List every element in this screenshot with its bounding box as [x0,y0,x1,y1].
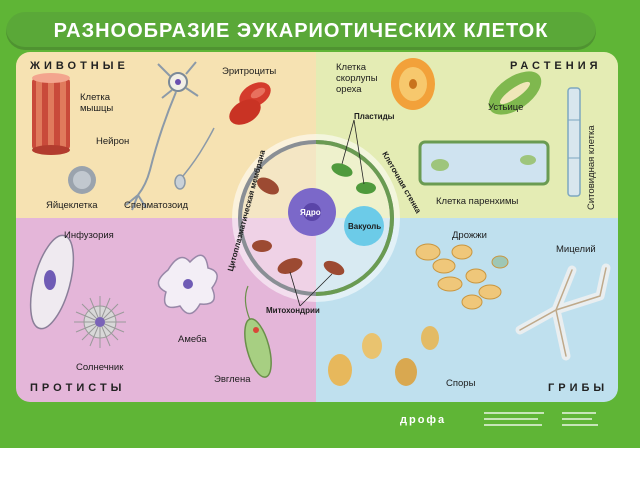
heliozoa-label: Солнечник [76,362,124,373]
imprint-line [484,412,544,414]
egg-cell-label: Яйцеклетка [46,200,98,211]
title-bar: РАЗНООБРАЗИЕ ЭУКАРИОТИЧЕСКИХ КЛЕТОК [6,12,596,50]
imprint-line [562,424,598,426]
sieve-cell-illustration [567,87,581,197]
yeast-illustration [415,243,509,310]
parenchyma-cell-label: Клетка паренхимы [436,196,519,207]
cell-illustrations [29,58,611,386]
neuron-illustration [125,61,199,211]
euglena-illustration [244,285,272,378]
protists-group-label: ПРОТИСТЫ [30,382,126,394]
spores-illustration [328,326,439,386]
yeast-label: Дрожжи [452,230,487,241]
amoeba-label: Амеба [178,334,207,345]
plants-group-label: РАСТЕНИЯ [510,60,602,72]
stomata-label: Устьице [488,102,524,113]
erythrocytes-label: Эритроциты [222,66,277,77]
imprint-line [562,418,592,420]
heliozoa-illustration [74,296,126,348]
mitochondria-label: Митохондрии [266,306,320,315]
spores-label: Споры [446,378,476,389]
fungi-group-label: ГРИБЫ [548,382,609,394]
imprint-line [484,424,542,426]
imprint-line [484,418,538,420]
nutshell-cell-illustration [391,58,435,110]
neuron-label: Нейрон [96,136,130,147]
egg-cell-illustration [68,166,96,194]
stomata-illustration [488,71,542,115]
footer-strip [0,404,640,448]
vacuole-label: Вакуоль [348,222,382,231]
publisher-logo: дрофа [400,414,447,426]
amoeba-illustration [157,254,218,315]
mycelium-illustration [515,263,611,361]
plastids-label: Пластиды [354,112,395,121]
central-cell-illustration [232,119,400,307]
parenchyma-cell-illustration [418,140,550,186]
nutshell-cell-label: Клетка скорлупы ореха [336,62,378,95]
poster: РАЗНООБРАЗИЕ ЭУКАРИОТИЧЕСКИХ КЛЕТОК [0,0,640,448]
muscle-cell-illustration [32,73,70,155]
infusoria-illustration [29,234,75,330]
mycelium-label: Мицелий [556,244,596,255]
nucleus-label: Ядро [300,208,321,217]
euglena-label: Эвглена [214,374,251,385]
sieve-cell-label: Ситовидная клетка [586,125,597,210]
animals-group-label: ЖИВОТНЫЕ [30,60,129,72]
poster-title: РАЗНООБРАЗИЕ ЭУКАРИОТИЧЕСКИХ КЛЕТОК [53,19,549,42]
erythrocytes-illustration [229,82,271,125]
sperm-label: Сперматозоид [124,200,188,211]
imprint-line [562,412,596,414]
infusoria-label: Инфузория [64,230,114,241]
muscle-cell-label: Клетка мышцы [80,92,114,114]
sperm-illustration [174,127,215,190]
